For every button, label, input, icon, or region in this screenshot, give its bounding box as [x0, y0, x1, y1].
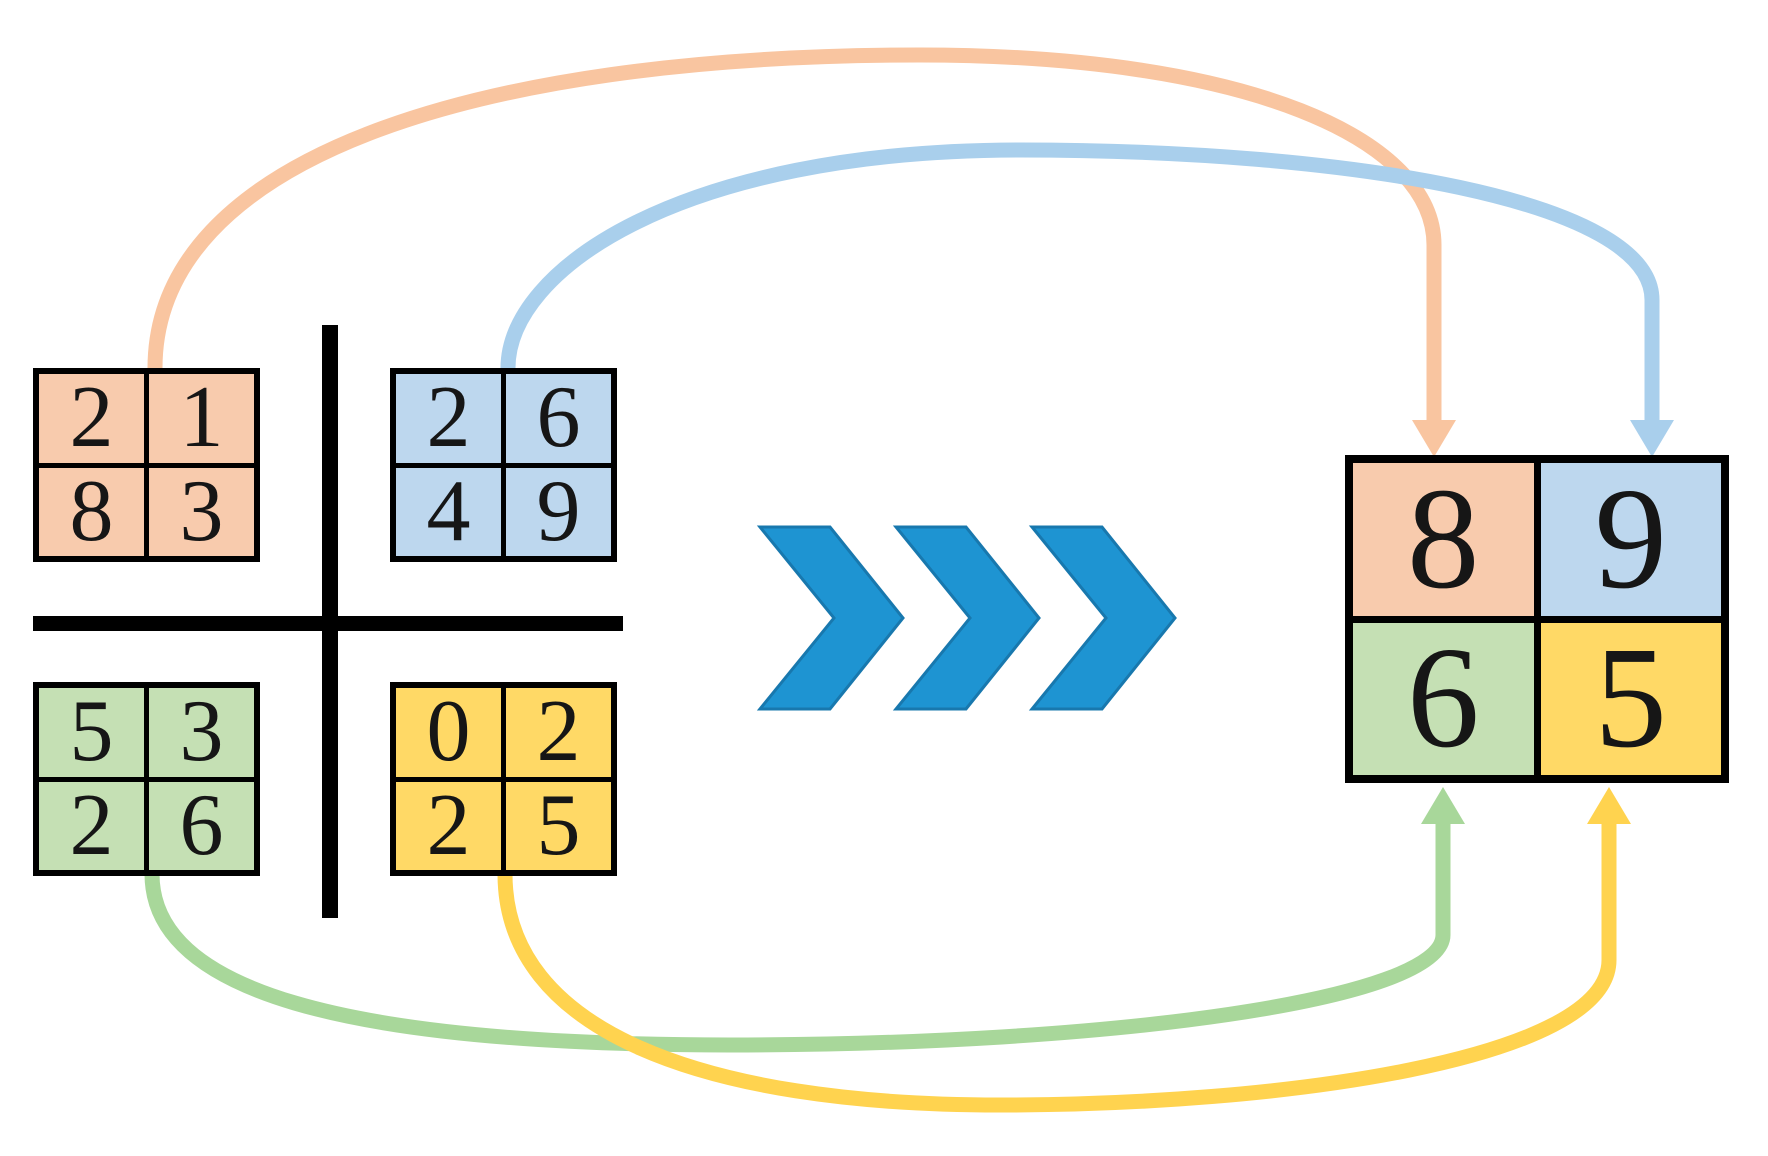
green-arrowhead-icon: [1421, 787, 1465, 824]
output-cell-top-left: 8: [1353, 463, 1534, 616]
matrix-cell: 2: [396, 781, 501, 870]
quadrant-divider-horizontal: [33, 616, 623, 631]
matrix-cell: 1: [149, 374, 254, 463]
yellow-arrowhead-icon: [1587, 787, 1631, 824]
matrix-cell: 4: [396, 467, 501, 556]
output-cell-bottom-right: 5: [1540, 622, 1721, 775]
chevron-group: [756, 525, 1177, 711]
matrix-cell: 6: [506, 374, 611, 463]
input-matrix-bottom-right: 0 2 2 5: [390, 682, 617, 876]
input-matrix-top-right: 2 6 4 9: [390, 368, 617, 562]
matrix-cell: 8: [39, 467, 144, 556]
matrix-cell: 2: [39, 781, 144, 870]
chevron-right-icon: [756, 525, 905, 711]
green-arrow-arc: [144, 822, 1451, 1053]
orange-arrowhead-icon: [1412, 420, 1456, 457]
blue-arrowhead-icon: [1630, 420, 1674, 457]
output-matrix: 8 9 6 5: [1345, 455, 1729, 783]
output-cell-bottom-left: 6: [1353, 622, 1534, 775]
matrix-cell: 5: [506, 781, 611, 870]
matrix-cell: 0: [396, 688, 501, 777]
matrix-cell: 9: [506, 467, 611, 556]
blue-arrow-arc: [500, 142, 1660, 424]
yellow-arrow-arc: [497, 822, 1617, 1113]
matrix-cell: 5: [39, 688, 144, 777]
matrix-cell: 2: [506, 688, 611, 777]
input-matrix-top-left: 2 1 8 3: [33, 368, 260, 562]
orange-arrow-arc: [147, 47, 1442, 424]
chevron-right-icon: [892, 525, 1041, 711]
matrix-cell: 2: [39, 374, 144, 463]
input-matrix-bottom-left: 5 3 2 6: [33, 682, 260, 876]
matrix-cell: 2: [396, 374, 501, 463]
matrix-cell: 6: [149, 781, 254, 870]
chevron-right-icon: [1028, 525, 1177, 711]
matrix-cell: 3: [149, 467, 254, 556]
output-cell-top-right: 9: [1540, 463, 1721, 616]
matrix-cell: 3: [149, 688, 254, 777]
